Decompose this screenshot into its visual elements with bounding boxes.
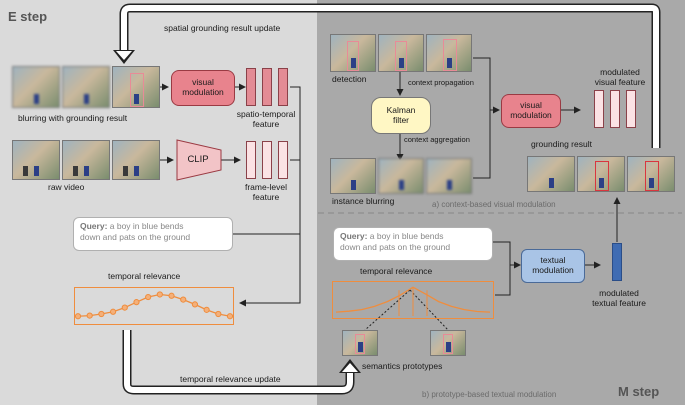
modulated-textual-label: modulated textual feature (592, 288, 646, 308)
temporal-relevance-label-e: temporal relevance (108, 271, 181, 281)
temporal-relevance-curve-m (335, 286, 491, 316)
grounding-result-label: grounding result (531, 139, 592, 149)
temporal-relevance-label-m: temporal relevance (360, 266, 433, 276)
e-step-title: E step (8, 9, 48, 24)
m-step-title: M step (618, 384, 660, 399)
video-frame (112, 140, 160, 180)
temporal-relevance-curve-e (74, 291, 234, 320)
relevance-point (121, 304, 128, 311)
frame-level-label: frame-level feature (244, 182, 288, 202)
relevance-point (145, 293, 152, 301)
temporal-update-label: temporal relevance update (180, 374, 281, 384)
relevance-point (168, 292, 175, 299)
raw-frames (12, 140, 160, 180)
caption-a: a) context-based visual modulation (432, 200, 556, 209)
raw-video-label: raw video (48, 182, 85, 192)
query-text: a boy in blue bends down and pats on the… (80, 221, 191, 243)
video-frame (426, 34, 472, 72)
feature-bar (626, 90, 636, 128)
feature-bar (246, 141, 256, 179)
relevance-point (156, 291, 163, 298)
relevance-point (203, 306, 210, 313)
video-frame (330, 158, 376, 194)
query-prefix: Query: (80, 221, 108, 231)
video-frame (577, 156, 625, 192)
instance-blurring-label: instance blurring (332, 196, 395, 206)
video-frame (378, 34, 424, 72)
prototype-frame-2 (430, 330, 466, 356)
feature-bar (262, 68, 272, 106)
relevance-point (86, 312, 93, 319)
feature-bar (262, 141, 272, 179)
grounding-result-frames (527, 156, 675, 192)
detection-label: detection (332, 74, 367, 84)
query-box-m: Query: a boy in blue bends down and pats… (333, 227, 493, 261)
textual-feature-bar (612, 243, 622, 281)
relevance-point (180, 296, 187, 303)
video-frame (62, 140, 110, 180)
video-frame (378, 158, 424, 194)
temporal-relevance-plot-e (74, 287, 234, 325)
visual-modulation-node: visual modulation (171, 70, 235, 106)
feature-bar (246, 68, 256, 106)
relevance-point (98, 310, 105, 318)
temporal-relevance-plot-m (332, 281, 494, 319)
feature-bar (594, 90, 604, 128)
relevance-point (215, 310, 222, 318)
blurring-label: blurring with grounding result (18, 113, 128, 123)
context-propagation-label: context propagation (408, 78, 474, 87)
caption-b: b) prototype-based textual modulation (422, 390, 557, 399)
clip-node (176, 139, 222, 181)
prototype-frame-1 (342, 330, 378, 356)
instance-blurring-frames (330, 158, 472, 194)
relevance-point (191, 301, 199, 308)
video-frame (627, 156, 675, 192)
context-aggregation-label: context aggregation (404, 135, 470, 144)
clip-label: CLIP (187, 153, 209, 165)
spatial-update-label: spatial grounding result update (164, 23, 281, 33)
visual-modulation-node-m: visual modulation (501, 94, 561, 128)
detection-frames (330, 34, 472, 72)
query-prefix: Query: (340, 231, 368, 241)
modulated-visual-label: modulated visual feature (594, 67, 646, 87)
relevance-point (109, 308, 117, 315)
video-frame (12, 66, 60, 108)
video-frame (112, 66, 160, 108)
feature-bar (278, 68, 288, 106)
video-frame (12, 140, 60, 180)
video-frame (330, 34, 376, 72)
textual-modulation-node: textual modulation (521, 249, 585, 283)
feature-bar (610, 90, 620, 128)
video-frame (430, 330, 466, 356)
video-frame (527, 156, 575, 192)
spatio-temporal-label: spatio-temporal feature (236, 109, 296, 129)
query-box-e: Query: a boy in blue bends down and pats… (73, 217, 233, 251)
video-frame (426, 158, 472, 194)
relevance-point (74, 313, 82, 320)
feature-bar (278, 141, 288, 179)
kalman-filter-node: Kalman filter (371, 97, 431, 134)
video-frame (342, 330, 378, 356)
query-text: a boy in blue bends down and pats on the… (340, 231, 451, 253)
relevance-point (226, 313, 234, 320)
video-frame (62, 66, 110, 108)
blurred-frames (12, 66, 160, 108)
semantics-prototypes-label: semantics prototypes (362, 361, 443, 371)
relevance-point (133, 299, 140, 306)
